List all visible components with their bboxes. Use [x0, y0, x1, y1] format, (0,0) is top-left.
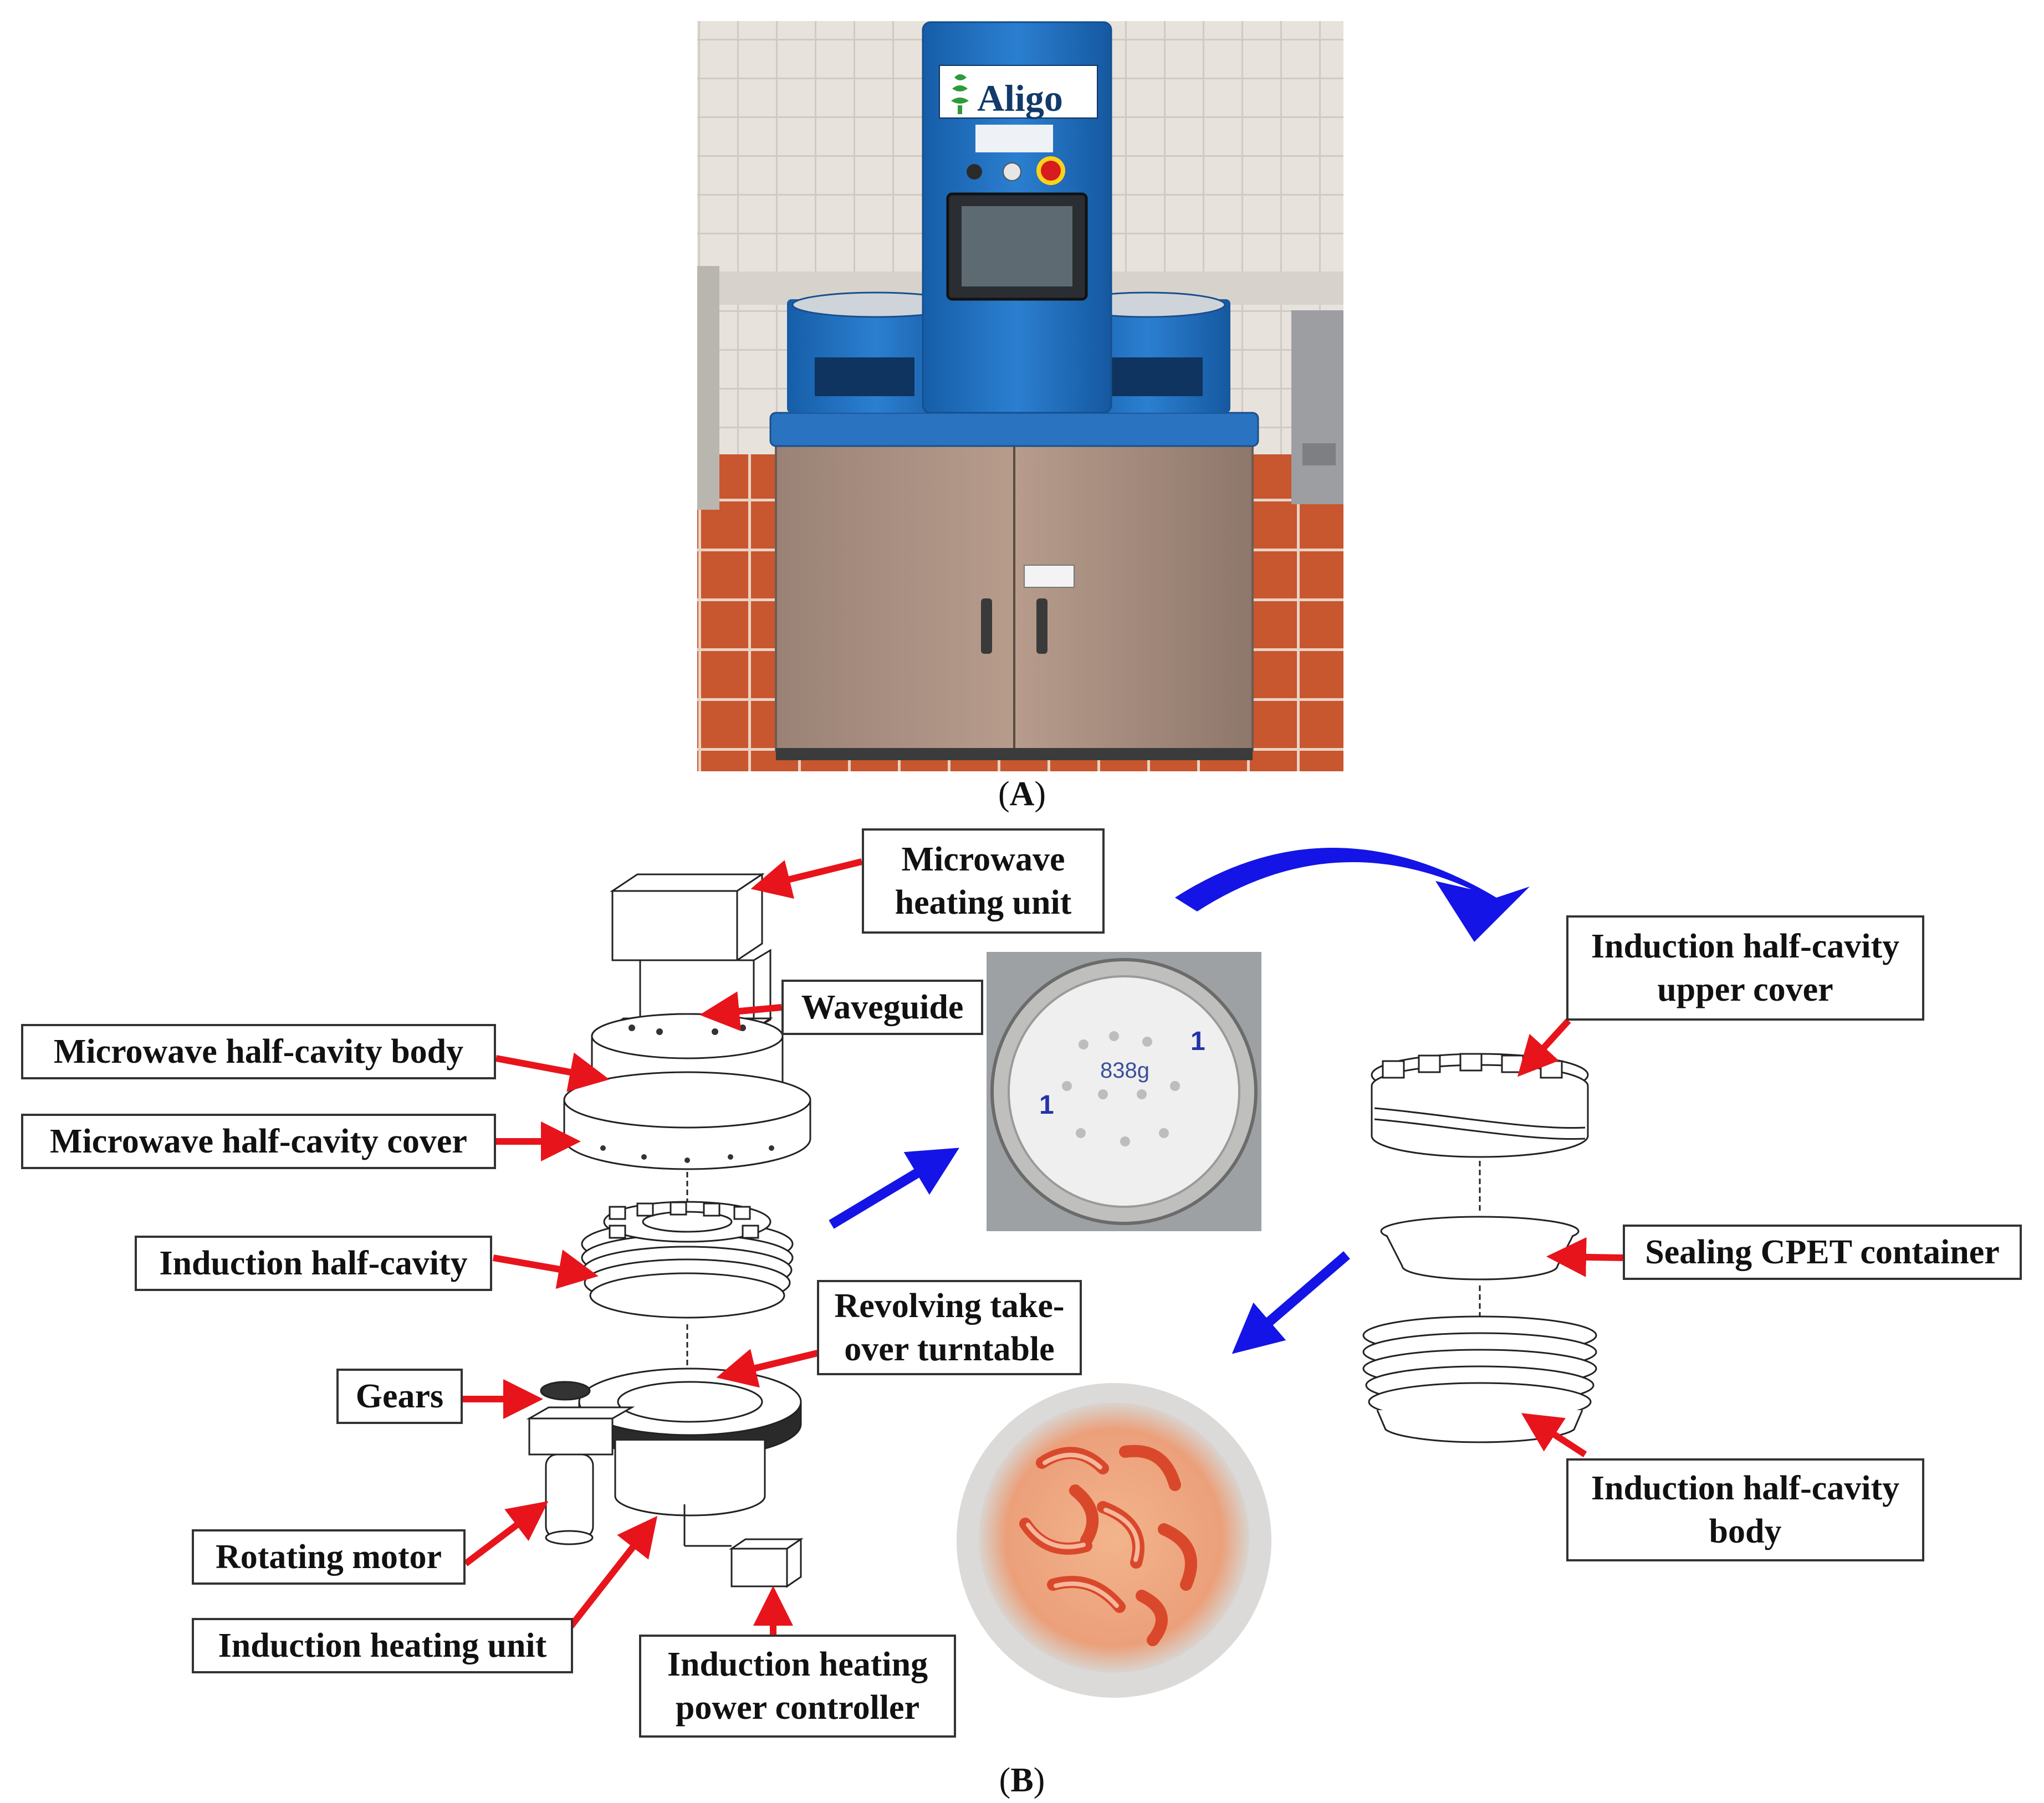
arrow-upper-cover	[1517, 1018, 1571, 1077]
exploded-cavity-drawing	[1362, 1053, 1597, 1443]
label-induction-heating-unit: Induction heating unit	[192, 1618, 573, 1673]
arrow-cpet-container	[1546, 1237, 1623, 1277]
red-pointer-arrows	[463, 858, 1623, 1635]
shrimp-container-photo	[957, 1383, 1271, 1698]
label-waveguide: Waveguide	[781, 980, 983, 1035]
arrow-induction-heating-unit	[568, 1515, 658, 1628]
arrow-microwave-body	[495, 1052, 610, 1092]
label-gears: Gears	[336, 1369, 463, 1424]
handwriting-mark-right: 1	[1190, 1027, 1205, 1056]
exploded-device-drawing	[526, 873, 811, 1588]
label-microwave-half-cavity-body: Microwave half-cavity body	[21, 1024, 496, 1079]
caption-b: (B)	[999, 1761, 1045, 1799]
arrow-waveguide	[699, 991, 782, 1031]
cavity-top-photo: 838g 1 1	[987, 952, 1261, 1231]
arrow-induction-half-cavity	[492, 1249, 599, 1289]
arrow-induction-body	[1521, 1413, 1587, 1458]
label-revolving-takeover-turntable: Revolving take-over turntable	[817, 1280, 1082, 1375]
caption-a: (A)	[998, 775, 1046, 813]
blue-arrow-to-cavity-photo	[829, 1148, 959, 1229]
label-rotating-motor: Rotating motor	[192, 1529, 466, 1585]
arrow-turntable	[716, 1349, 819, 1388]
handwriting-mark-left: 1	[1039, 1090, 1054, 1120]
aligo-logo: Aligo	[951, 74, 1063, 119]
label-sealing-cpet-container: Sealing CPET container	[1623, 1225, 2022, 1280]
arrow-microwave-heating-unit	[750, 858, 863, 899]
machine-photo: Aligo	[697, 21, 1343, 771]
logo-text: Aligo	[977, 77, 1063, 119]
blue-arrow-to-shrimp-photo	[1231, 1251, 1350, 1354]
handwriting-weight: 838g	[1100, 1058, 1149, 1083]
arrow-rotating-motor	[463, 1501, 549, 1566]
blue-curved-arrow	[1175, 848, 1530, 942]
label-microwave-half-cavity-cover: Microwave half-cavity cover	[21, 1114, 496, 1169]
label-induction-half-cavity: Induction half-cavity	[135, 1236, 492, 1291]
